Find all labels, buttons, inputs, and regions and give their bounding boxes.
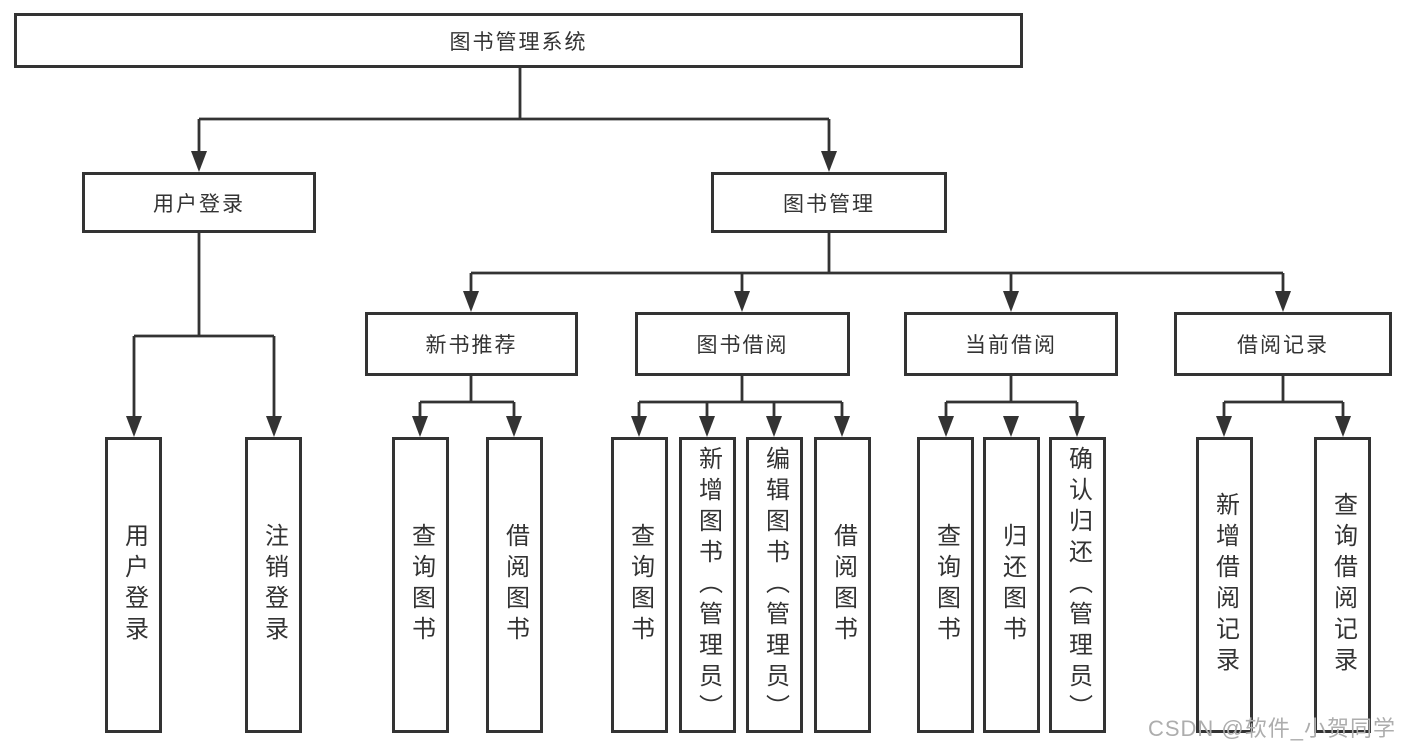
node-current-borrow-label: 当前借阅 [965,334,1057,357]
arrowhead-icon [412,416,428,437]
connector-borrow-record-to-leaves [1222,376,1345,418]
leaf-current-query-book: 查询图书 [917,437,974,733]
arrowhead-icon [699,416,715,437]
node-book-management: 图书管理 [711,172,947,233]
node-borrow-record: 借阅记录 [1174,312,1392,376]
arrowhead-icon [734,291,750,312]
connector-new-book-recommend-to-leaves [418,376,516,418]
arrowhead-icon [1216,416,1232,437]
node-new-book-recommend: 新书推荐 [365,312,578,376]
leaf-record-query-record: 查询借阅记录 [1314,437,1371,733]
arrowhead-icon [1069,416,1085,437]
connector-lines [132,68,1345,418]
leaf-current-return-book: 归还图书 [983,437,1040,733]
leaf-borrow-borrow-book: 借阅图书 [814,437,871,733]
arrowhead-icon [821,151,837,172]
node-book-borrow-label: 图书借阅 [696,334,789,357]
arrowhead-icon [766,416,782,437]
node-root: 图书管理系统 [14,13,1023,68]
connector-current-borrow-to-leaves [944,376,1079,418]
leaf-borrow-edit-book-admin-label: 编辑图书（管理员） [761,445,789,725]
leaf-recommend-borrow-book: 借阅图书 [486,437,543,733]
leaf-borrow-query-book-label: 查询图书 [626,523,654,647]
arrowhead-icon [1003,291,1019,312]
leaf-borrow-add-book-admin: 新增图书（管理员） [679,437,736,733]
arrowhead-icon [834,416,850,437]
arrowhead-icon [126,416,142,437]
connector-user-login-to-leaves [132,233,276,418]
node-book-borrow: 图书借阅 [635,312,850,376]
leaf-record-query-record-label: 查询借阅记录 [1329,492,1357,678]
leaf-record-add-record-label: 新增借阅记录 [1211,492,1239,678]
leaf-user-login-label: 用户登录 [120,523,148,647]
leaf-current-query-book-label: 查询图书 [932,523,960,647]
leaf-current-return-book-label: 归还图书 [998,523,1026,647]
connector-root-to-level2 [197,68,831,153]
node-root-label: 图书管理系统 [449,30,588,54]
node-borrow-record-label: 借阅记录 [1237,334,1329,357]
leaf-recommend-borrow-book-label: 借阅图书 [501,523,529,647]
node-new-book-recommend-label: 新书推荐 [425,334,518,357]
connector-book-management-to-level3 [469,233,1285,293]
arrowheads [126,151,1351,437]
watermark-csdn: CSDN @软件_小贺同学 [1147,716,1396,741]
leaf-borrow-add-book-admin-label: 新增图书（管理员） [694,445,722,725]
arrowhead-icon [1335,416,1351,437]
arrowhead-icon [191,151,207,172]
arrowhead-icon [463,291,479,312]
arrowhead-icon [266,416,282,437]
node-book-management-label: 图书管理 [783,192,875,216]
leaf-user-login: 用户登录 [105,437,162,733]
node-user-login-label: 用户登录 [153,192,245,216]
arrowhead-icon [1275,291,1291,312]
connector-book-borrow-to-leaves [637,376,844,418]
arrowhead-icon [938,416,954,437]
leaf-logout: 注销登录 [245,437,302,733]
arrowhead-icon [1003,416,1019,437]
leaf-borrow-borrow-book-label: 借阅图书 [829,523,857,647]
leaf-recommend-query-book: 查询图书 [392,437,449,733]
leaf-logout-label: 注销登录 [260,523,288,647]
leaf-recommend-query-book-label: 查询图书 [407,523,435,647]
leaf-current-confirm-return-admin: 确认归还（管理员） [1049,437,1106,733]
leaf-current-confirm-return-admin-label: 确认归还（管理员） [1064,445,1092,725]
leaf-record-add-record: 新增借阅记录 [1196,437,1253,733]
node-user-login: 用户登录 [82,172,316,233]
arrowhead-icon [631,416,647,437]
node-current-borrow: 当前借阅 [904,312,1118,376]
leaf-borrow-edit-book-admin: 编辑图书（管理员） [746,437,803,733]
leaf-borrow-query-book: 查询图书 [611,437,668,733]
arrowhead-icon [506,416,522,437]
